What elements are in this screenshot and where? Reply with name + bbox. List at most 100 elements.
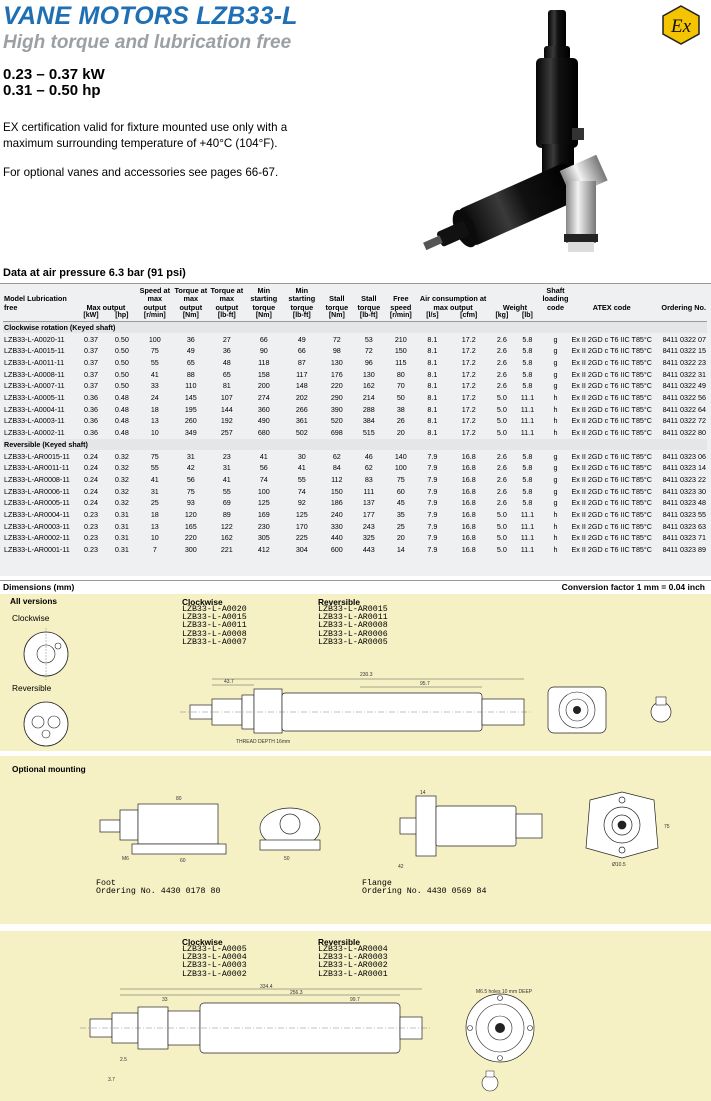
table-cell: 100: [257, 486, 270, 496]
table-cell: 0.31: [114, 521, 129, 531]
model-item: LZB33-L-AR0005: [318, 637, 388, 647]
reversible-label: Reversible: [12, 683, 52, 693]
table-cell: 66: [259, 334, 268, 344]
ordering-cell: 8411 0322 80: [662, 428, 706, 438]
table-cell: 42: [186, 463, 195, 473]
group2-cw-list: LZB33-L-A0005 LZB33-L-A0004 LZB33-L-A000…: [182, 945, 247, 979]
col-min-start-lbft: Min starting torque: [288, 286, 316, 312]
table-cell: 0.31: [114, 509, 129, 519]
page-title: VANE MOTORS LZB33-L: [3, 2, 298, 30]
table-cell: Ex II 2GD c T6 IIC T85°C: [571, 369, 653, 379]
table-cell: 11.1: [520, 521, 535, 531]
table-cell: 144: [220, 404, 233, 414]
table-cell: h: [553, 521, 558, 531]
col-shaft: Shaft loading code: [542, 286, 569, 312]
table-cell: 162: [362, 381, 375, 391]
table-cell: 75: [396, 474, 405, 484]
table-cell: 41: [259, 451, 268, 461]
col-min-start-nm: Min starting torque: [250, 286, 278, 312]
table-cell: 130: [330, 358, 343, 368]
table-cell: 0.23: [84, 545, 98, 555]
table-cell: 117: [296, 369, 308, 379]
ordering-cell: 8411 0322 64: [662, 404, 706, 414]
unit-speed: [r/min]: [136, 312, 173, 322]
table-cell: 93: [186, 498, 195, 508]
conversion-note: Conversion factor 1 mm = 0.04 inch: [561, 582, 705, 592]
svg-text:33: 33: [162, 997, 168, 1003]
svg-text:14: 14: [420, 790, 426, 796]
col-weight: Weight: [502, 302, 528, 312]
unit-air-cfm: [cfm]: [448, 312, 490, 322]
table-cell: 0.36: [84, 416, 98, 426]
group2-end-view: [465, 993, 535, 1063]
model-cell: LZB33-L-AR0006-11: [4, 486, 70, 496]
table-cell: 27: [222, 334, 231, 344]
table-cell: 412: [257, 545, 270, 555]
col-model: Model Lubrication free: [4, 294, 67, 312]
table-cell: 88: [186, 369, 195, 379]
table-cell: 8.1: [427, 358, 438, 368]
col-stall-nm: Stall torque: [325, 294, 349, 312]
table-cell: 90: [259, 346, 268, 356]
table-cell: 0.48: [114, 416, 129, 426]
table-cell: Ex II 2GD c T6 IIC T85°C: [571, 533, 653, 543]
spec-table: Model Lubrication free Max output Speed …: [3, 286, 707, 555]
table-cell: 8.1: [427, 428, 438, 438]
table-cell: 11.1: [520, 545, 535, 555]
flange-ordering: Ordering No. 4430 0569 84: [362, 887, 487, 896]
table-cell: 5.0: [496, 416, 507, 426]
dimensions-heading: Dimensions (mm): [3, 582, 75, 592]
motor-body: [536, 58, 578, 148]
table-cell: 38: [396, 404, 405, 414]
clockwise-end-view: [23, 628, 69, 680]
group2-cw-title: Clockwise: [182, 937, 223, 947]
table-cell: 5.8: [522, 334, 533, 344]
table-cell: 18: [150, 404, 159, 414]
table-cell: 16.8: [461, 509, 476, 519]
col-atex: ATEX code: [592, 302, 631, 312]
table-cell: 0.37: [84, 369, 98, 379]
model-cell: LZB33-L-AR0005-11: [4, 498, 70, 508]
table-cell: 55: [297, 474, 306, 484]
table-cell: 33: [150, 381, 159, 391]
table-cell: 5.8: [522, 358, 533, 368]
table-cell: 0.37: [84, 381, 98, 391]
table-cell: Ex II 2GD c T6 IIC T85°C: [571, 381, 653, 391]
table-cell: 65: [222, 369, 231, 379]
group1-rev-list: LZB33-L-AR0015 LZB33-L-AR0011 LZB33-L-AR…: [318, 605, 388, 647]
model-item: LZB33-L-A0002: [182, 969, 247, 979]
table-cell: 89: [222, 509, 231, 519]
unit-hp: [hp]: [107, 312, 137, 322]
model-cell: LZB33-L-A0002-11: [4, 428, 65, 438]
table-cell: 7.9: [427, 533, 438, 543]
table-cell: 290: [330, 393, 343, 403]
table-cell: 74: [259, 474, 268, 484]
model-cell: LZB33-L-A0020-11: [4, 334, 65, 344]
model-cell: LZB33-L-A0008-11: [4, 369, 65, 379]
table-cell: 2.6: [496, 369, 507, 379]
table-cell: 680: [257, 428, 270, 438]
table-cell: g: [553, 451, 558, 461]
table-cell: 17.2: [461, 381, 476, 391]
flange-plate: [415, 795, 437, 857]
svg-text:3.7: 3.7: [108, 1077, 115, 1083]
table-cell: 2.6: [496, 498, 507, 508]
table-cell: 84: [332, 463, 341, 473]
table-cell: 145: [184, 393, 197, 403]
model-item: LZB33-L-A0015: [182, 613, 247, 623]
all-versions-label: All versions: [10, 596, 58, 606]
table-cell: 192: [220, 416, 233, 426]
table-cell: 0.37: [84, 358, 98, 368]
table-cell: 0.23: [84, 509, 98, 519]
model-cell: LZB33-L-A0007-11: [4, 381, 65, 391]
model-cell: LZB33-L-AR0002-11: [4, 533, 70, 543]
table-cell: 16.8: [461, 498, 476, 508]
table-cell: 26: [396, 416, 405, 426]
col-max-output: Max output: [86, 302, 126, 312]
group1-motor-drawing: 230.3 43.7 95.7 THREAD DEPTH 16mm: [180, 672, 672, 745]
